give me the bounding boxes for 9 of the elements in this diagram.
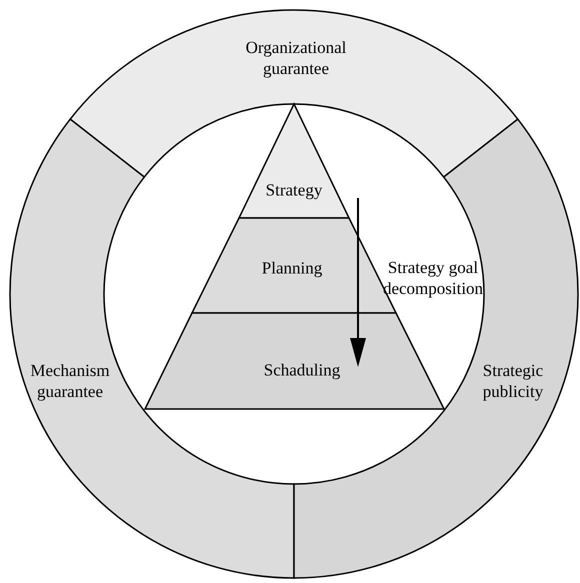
node-label: Strategy [264, 179, 324, 201]
node-label: Schaduling [262, 359, 342, 381]
node-label: Organizational guarantee [244, 36, 348, 80]
node-label: Planning [260, 257, 324, 279]
node-label: Strategic publicity [482, 360, 544, 402]
annotation-text: Strategy goal decomposition [382, 257, 484, 300]
node-label: Mechanism guarantee [29, 360, 111, 402]
pyramid-tier [239, 104, 349, 218]
pyramid-tier [145, 313, 444, 409]
